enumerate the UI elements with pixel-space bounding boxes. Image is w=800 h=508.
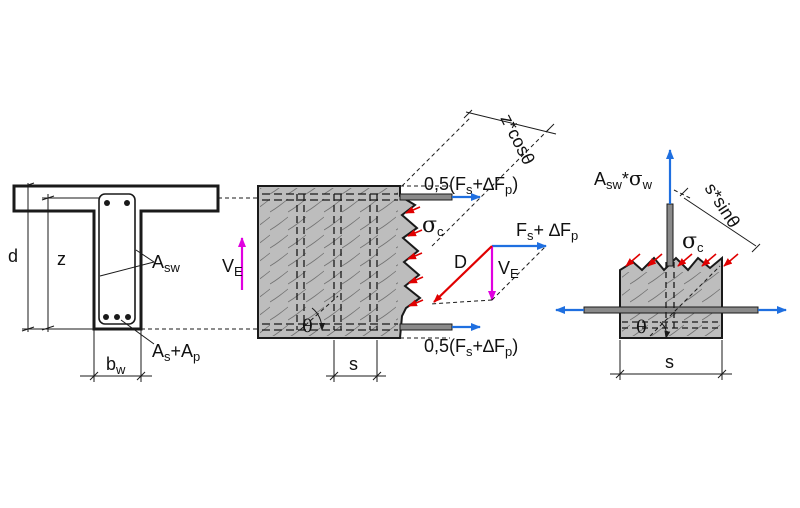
label-ve: VE — [222, 256, 243, 279]
as-leader — [120, 319, 155, 345]
beam-elevation: 0,5(Fs+∆Fp) 0,5(Fs+∆Fp) VE σc θ s — [222, 109, 578, 382]
label-s: s — [349, 354, 358, 374]
top-tendon — [399, 193, 453, 201]
detail-view: Asw*σw σc θ s*sinθ s — [555, 149, 787, 380]
t-section-outline — [12, 184, 220, 331]
detail-stirrup — [622, 262, 720, 330]
label-asw: Asw — [152, 252, 181, 275]
compression-stress-arrows — [405, 206, 424, 307]
label-tri-f: Fs+ ∆Fp — [516, 220, 578, 243]
label-zcos: z*cosθ — [496, 111, 538, 168]
label-d: d — [8, 246, 18, 266]
label-s-detail: s — [665, 352, 674, 372]
bottom-tendon — [399, 323, 453, 331]
dimension-bw — [80, 330, 152, 382]
dimension-zcos — [401, 117, 551, 247]
label-sigma-c-detail: σc — [682, 229, 704, 255]
stirrup — [98, 193, 136, 325]
projection-lines — [141, 185, 450, 339]
dimension-z — [41, 194, 100, 332]
label-z: z — [57, 249, 66, 269]
dimension-zcos-line — [463, 109, 557, 135]
stirrup-rod — [666, 203, 674, 267]
dimension-s — [326, 340, 386, 382]
dimension-d — [21, 182, 100, 332]
dimension-ssin — [673, 187, 761, 253]
dimension-s-detail — [610, 340, 732, 380]
label-asw-sigma: Asw*σw — [594, 166, 653, 192]
label-theta: θ — [302, 316, 313, 337]
detail-stress-arrows — [625, 253, 739, 267]
label-sigma-c: σc — [422, 213, 444, 239]
chords — [262, 193, 398, 331]
label-tri-d: D — [454, 252, 467, 272]
label-theta-detail: θ — [636, 317, 647, 338]
label-tri-ve: VE — [498, 258, 519, 281]
label-top-force: 0,5(Fs+∆Fp) — [424, 174, 518, 197]
detail-theta-arc — [659, 321, 671, 339]
rebar-bottom — [103, 314, 131, 320]
rebar-top — [104, 200, 130, 206]
label-ssin: s*sinθ — [701, 179, 744, 231]
detail-bar — [583, 306, 759, 314]
detail-strut-line — [649, 265, 721, 337]
label-as-ap: As+Ap — [152, 341, 200, 364]
theta-arc — [311, 307, 325, 331]
stirrups — [296, 194, 378, 330]
label-bottom-force: 0,5(Fs+∆Fp) — [424, 336, 518, 359]
strut-line — [299, 295, 339, 331]
force-triangle — [429, 242, 547, 305]
asw-leaders — [99, 249, 155, 277]
label-bw: bw — [106, 354, 126, 377]
t-section: d z Asw As+Ap bw — [8, 182, 220, 382]
